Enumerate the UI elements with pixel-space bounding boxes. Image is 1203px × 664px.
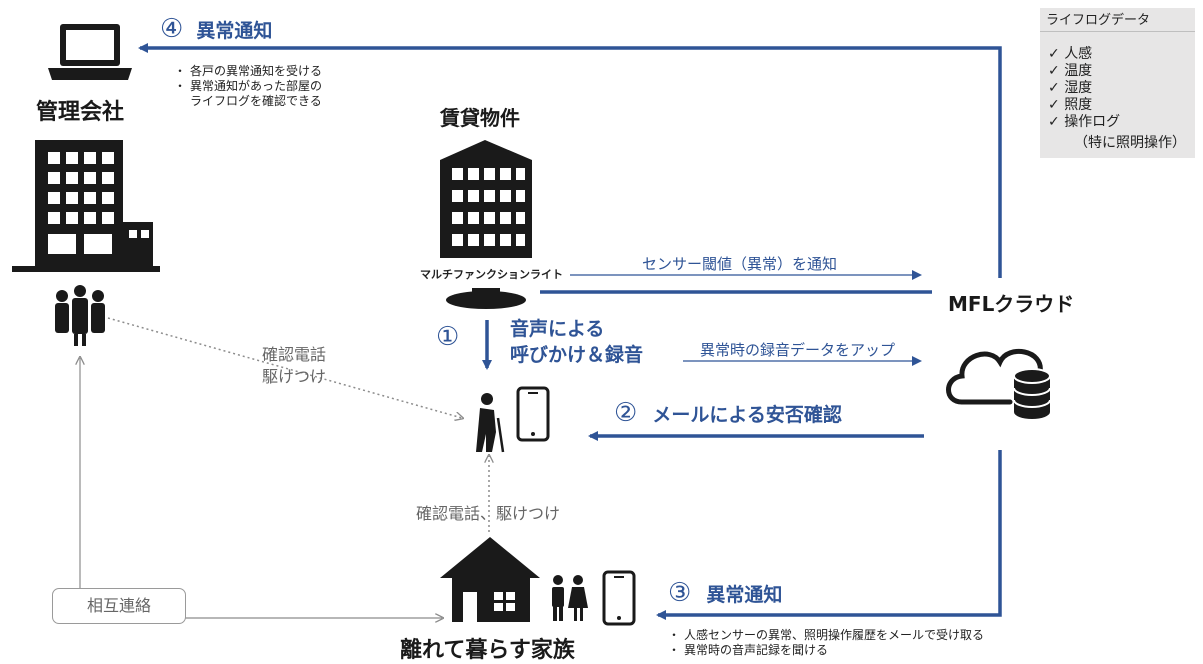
confirm-call-label: 確認電話 駆けつけ (262, 345, 327, 386)
step1-text: 音声による 呼びかけ＆録音 (510, 318, 644, 366)
management-note: 各戸の異常通知を受ける (190, 64, 322, 79)
step3-heading: ③ 異常通知 (668, 578, 782, 608)
family-icon (552, 575, 588, 621)
flow-sensor-label: センサー閾値（異常）を通知 (642, 255, 838, 273)
dotted-mgmt-to-resident (107, 317, 462, 418)
ceiling-light-icon (446, 288, 526, 309)
arrow-step3 (656, 450, 1002, 620)
family-label: 離れて暮らす家族 (400, 638, 575, 663)
lifelog-legend: ライフログデータ 人感 温度 湿度 照度 操作ログ （特に照明操作） (1040, 8, 1195, 158)
light-label: マルチファンクションライト (420, 268, 563, 281)
staff-people-icon (55, 285, 105, 346)
legend-item: 照度 (1048, 97, 1120, 114)
rental-label: 賃貸物件 (440, 106, 520, 130)
cloud-database-icon (946, 349, 1051, 419)
step4-title: 異常通知 (196, 20, 273, 42)
step2-heading: ② メールによる安否確認 (614, 398, 842, 428)
legend-item: 温度 (1048, 63, 1120, 80)
step4-heading: ④ 異常通知 (160, 14, 272, 44)
step3-notes: 人感センサーの異常、照明操作履歴をメールで受け取る 異常時の音声記録を聞ける (668, 628, 984, 658)
step3-note: 人感センサーの異常、照明操作履歴をメールで受け取る (684, 628, 984, 643)
step4-number: ④ (160, 14, 184, 44)
apartment-building-icon (440, 140, 532, 258)
office-building-icon (12, 140, 160, 272)
family-call-label: 確認電話、駆けつけ (416, 504, 561, 523)
step2-title: メールによる安否確認 (652, 404, 842, 426)
legend-title: ライフログデータ (1040, 10, 1195, 32)
laptop-icon (48, 24, 132, 80)
smartphone-icon (516, 386, 550, 442)
legend-item: 操作ログ (1048, 114, 1120, 131)
house-icon (440, 537, 540, 622)
mutual-contact-box: 相互連絡 (52, 588, 186, 624)
arrow-step4 (138, 43, 1002, 278)
legend-item: 湿度 (1048, 80, 1120, 97)
flow-upload-label: 異常時の録音データをアップ (700, 341, 896, 359)
cloud-label: MFLクラウド (948, 292, 1075, 316)
step3-note: 異常時の音声記録を聞ける (684, 643, 984, 658)
legend-item: 人感 (1048, 46, 1120, 63)
step1-number: ① (436, 322, 460, 352)
step2-number: ② (614, 398, 638, 428)
step3-number: ③ (668, 578, 692, 608)
smartphone-icon (602, 570, 636, 626)
legend-sub: （特に照明操作） (1074, 135, 1186, 151)
step3-title: 異常通知 (706, 584, 783, 606)
elderly-person-icon (476, 393, 505, 453)
management-label: 管理会社 (36, 100, 125, 125)
